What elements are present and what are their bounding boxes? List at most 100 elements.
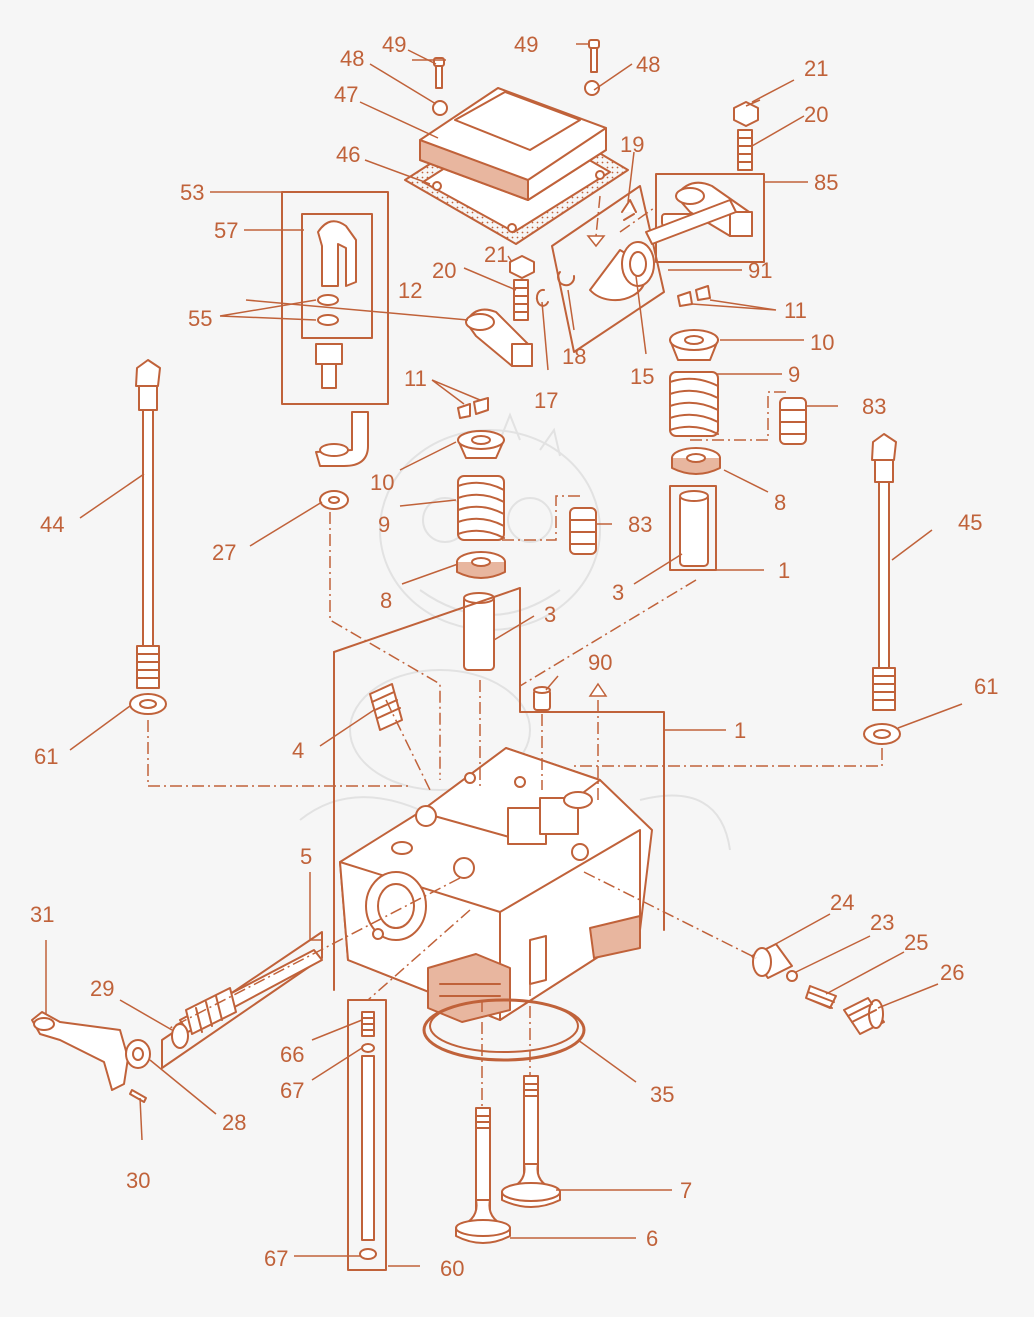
bracket <box>315 411 369 467</box>
callout-46: 46 <box>336 142 360 167</box>
valve-6 <box>455 1107 511 1244</box>
callout-44: 44 <box>40 512 64 537</box>
callout-21: 21 <box>804 56 828 81</box>
rocker-shaft-5 <box>161 931 323 1069</box>
callout-61: 61 <box>974 674 998 699</box>
spring-retainer-10-right <box>669 329 719 361</box>
valve-guide-4 <box>369 683 403 731</box>
callout-5: 5 <box>300 844 312 869</box>
callout-3: 3 <box>612 580 624 605</box>
cover-bolt-49-right <box>588 39 600 73</box>
callout-48: 48 <box>340 46 364 71</box>
callout-29: 29 <box>90 976 114 1001</box>
collets-11-right <box>677 285 711 307</box>
callout-7: 7 <box>680 1178 692 1203</box>
plug-26 <box>843 997 885 1035</box>
callout-85: 85 <box>814 170 838 195</box>
callout-67: 67 <box>264 1246 288 1271</box>
callout-83: 83 <box>862 394 886 419</box>
callout-10: 10 <box>370 470 394 495</box>
spring-seat-8-right <box>671 447 721 475</box>
direction-arrows <box>586 235 608 697</box>
cover-bolt-49-left <box>433 57 445 89</box>
callout-49: 49 <box>382 32 406 57</box>
rocker-arm-31 <box>31 1011 129 1091</box>
callout-47: 47 <box>334 82 358 107</box>
callout-10: 10 <box>810 330 834 355</box>
washer-28 <box>125 1039 151 1069</box>
washer-61-right <box>863 723 901 745</box>
spring-25 <box>805 985 837 1009</box>
callout-3: 3 <box>544 602 556 627</box>
valve-spring-9-right <box>669 371 719 437</box>
callout-90: 90 <box>588 650 612 675</box>
callout-91: 91 <box>748 258 772 283</box>
callout-31: 31 <box>30 902 54 927</box>
callout-49: 49 <box>514 32 538 57</box>
cylinder-head-1 <box>333 587 665 1023</box>
callout-4: 4 <box>292 738 304 763</box>
pushrod-45 <box>871 433 897 711</box>
callout-66: 66 <box>280 1042 304 1067</box>
callout-28: 28 <box>222 1110 246 1135</box>
callout-67: 67 <box>280 1078 304 1103</box>
callout-23: 23 <box>870 910 894 935</box>
callout-12: 12 <box>398 278 422 303</box>
callout-8: 8 <box>774 490 786 515</box>
adjusting-screw-20-right <box>737 129 753 171</box>
callout-27: 27 <box>212 540 236 565</box>
callout-61: 61 <box>34 744 58 769</box>
pin-30 <box>129 1089 147 1103</box>
collets-11-left <box>457 397 489 419</box>
callout-24: 24 <box>830 890 854 915</box>
spring-retainer-10-left <box>457 430 505 459</box>
washer-61-left <box>129 693 167 715</box>
valve-spring-9-left <box>457 475 505 541</box>
rocker-arm-12 <box>465 308 533 367</box>
callout-17: 17 <box>534 388 558 413</box>
callout-26: 26 <box>940 960 964 985</box>
callout-55: 55 <box>188 306 212 331</box>
callout-15: 15 <box>630 364 654 389</box>
oring-29 <box>171 1023 189 1049</box>
callout-8: 8 <box>380 588 392 613</box>
callout-labels: 49 49 48 48 47 46 53 57 55 21 21 20 20 1… <box>30 32 998 1281</box>
callout-18: 18 <box>562 344 586 369</box>
clip-17 <box>535 288 549 307</box>
callout-1: 1 <box>778 558 790 583</box>
callout-11: 11 <box>404 366 427 391</box>
callout-83: 83 <box>628 512 652 537</box>
rocker-shaft-assembly-91 <box>551 185 737 353</box>
nut-21-left <box>509 255 535 279</box>
ball-23 <box>786 970 798 982</box>
callout-19: 19 <box>620 132 644 157</box>
assembly-60 <box>347 999 387 1271</box>
rocker-cover <box>419 80 607 201</box>
adjusting-screw-20-left <box>513 279 529 321</box>
callout-1: 1 <box>734 718 746 743</box>
nut-21-right <box>733 101 759 127</box>
gasket-35 <box>422 998 586 1062</box>
callout-11: 11 <box>784 298 807 323</box>
callout-48: 48 <box>636 52 660 77</box>
callout-20: 20 <box>432 258 456 283</box>
valve-stem-seal-83-left <box>569 507 597 555</box>
callout-53: 53 <box>180 180 204 205</box>
oil-pipe-assembly-53 <box>281 191 389 405</box>
callout-9: 9 <box>378 512 390 537</box>
callout-35: 35 <box>650 1082 674 1107</box>
dowel-90 <box>533 686 551 711</box>
sleeve-24 <box>751 943 793 979</box>
washer-27 <box>319 490 349 510</box>
callout-60: 60 <box>440 1256 464 1281</box>
callout-45: 45 <box>958 510 982 535</box>
leader-lines <box>45 43 963 1267</box>
callout-6: 6 <box>646 1226 658 1251</box>
valve-guide-3-left <box>463 592 495 671</box>
pushrod-44 <box>135 359 161 689</box>
callout-57: 57 <box>214 218 238 243</box>
valve-7 <box>501 1075 561 1208</box>
spring-seat-8-left <box>456 551 506 579</box>
